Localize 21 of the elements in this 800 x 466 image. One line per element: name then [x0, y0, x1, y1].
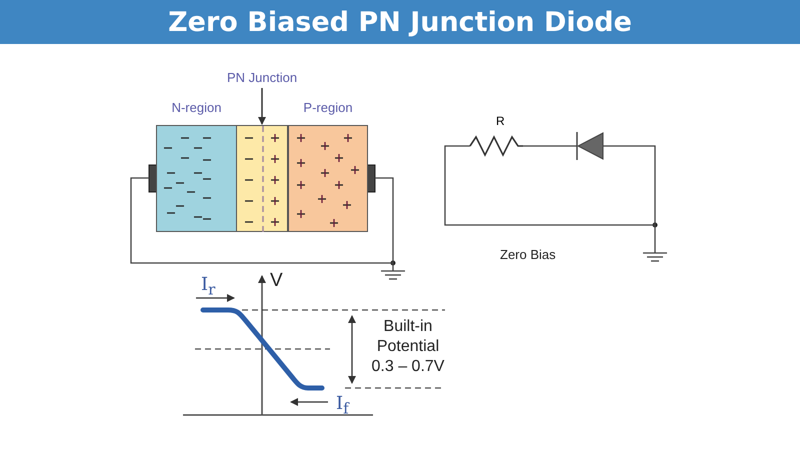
annotation-text: Built-in Potential 0.3 – 0.7V — [370, 317, 446, 377]
ground-symbol — [381, 263, 405, 280]
current-label: I$_{f}$ — [336, 393, 349, 418]
callout-label: PN Junction — [214, 70, 310, 88]
diode-symbol — [576, 132, 604, 160]
region-label: N-region — [172, 100, 222, 115]
wire — [523, 145, 577, 147]
region-label: P-region — [303, 100, 353, 115]
wire — [375, 177, 394, 263]
title-banner: Zero Biased PN Junction Diode — [0, 0, 800, 44]
circuit-caption: Zero Bias — [500, 247, 556, 262]
resistor-symbol — [469, 135, 523, 157]
depletion-region — [236, 125, 288, 232]
wire — [603, 145, 656, 225]
wire — [130, 177, 393, 264]
component-label: R — [496, 114, 505, 128]
arrow — [258, 88, 266, 125]
current-label: I$_{r}$ — [201, 274, 216, 299]
axis-label: V — [270, 270, 283, 292]
wire — [444, 145, 655, 226]
ground-symbol — [643, 225, 667, 262]
